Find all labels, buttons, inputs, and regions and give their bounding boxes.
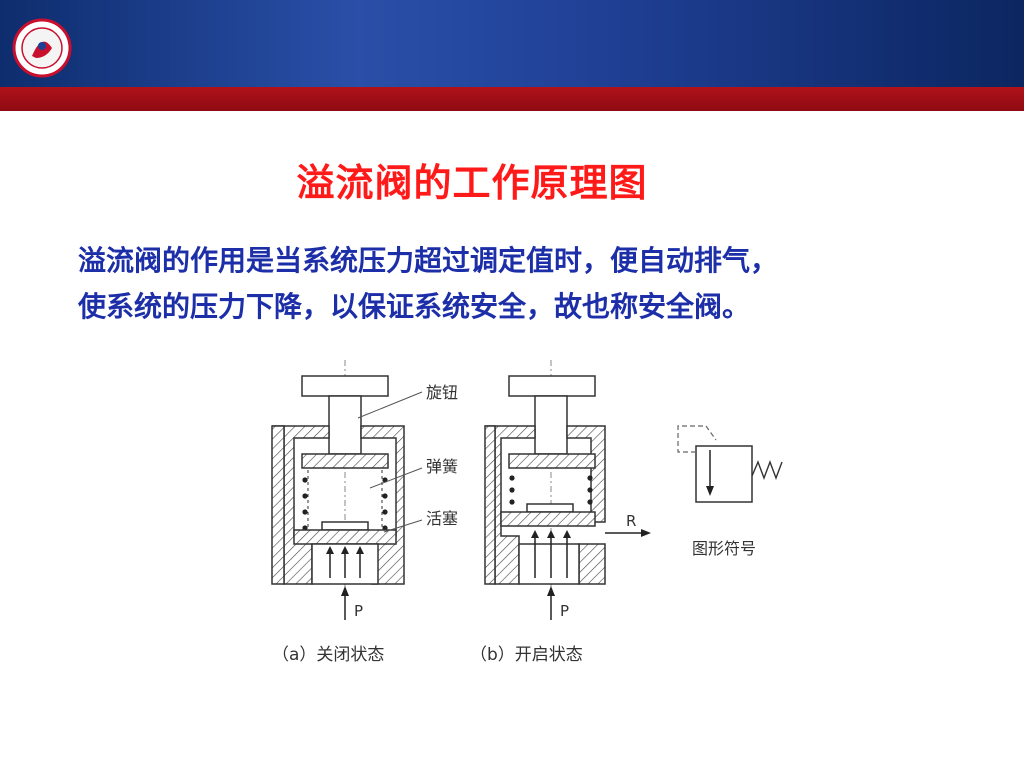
description-line-2: 使系统的压力下降，以保证系统安全，故也称安全阀。: [78, 290, 751, 323]
header-stripe: [0, 87, 1024, 111]
inlet-label-a: P: [354, 602, 363, 620]
description: 溢流阀的作用是当系统压力超过调定值时，便自动排气， 使系统的压力下降，以保证系统…: [78, 238, 958, 330]
valve-open: [484, 360, 651, 620]
knob-label: 旋钮: [426, 383, 458, 402]
spring-label: 弹簧: [426, 457, 458, 476]
caption-closed: （a）关闭状态: [272, 645, 384, 665]
university-seal-icon: [12, 18, 72, 78]
outlet-label: R: [626, 512, 636, 530]
symbol-label: 图形符号: [692, 539, 756, 558]
relief-valve-symbol: [677, 425, 783, 503]
piston-label: 活塞: [426, 509, 458, 528]
caption-open: （b）开启状态: [470, 645, 583, 665]
header-band: [0, 0, 1024, 87]
page-title: 溢流阀的工作原理图: [296, 160, 648, 205]
relief-valve-diagram: P P R: [271, 360, 783, 665]
inlet-label-b: P: [560, 602, 569, 620]
valve-closed: [271, 360, 405, 620]
description-line-1: 溢流阀的作用是当系统压力超过调定值时，便自动排气，: [78, 244, 779, 277]
